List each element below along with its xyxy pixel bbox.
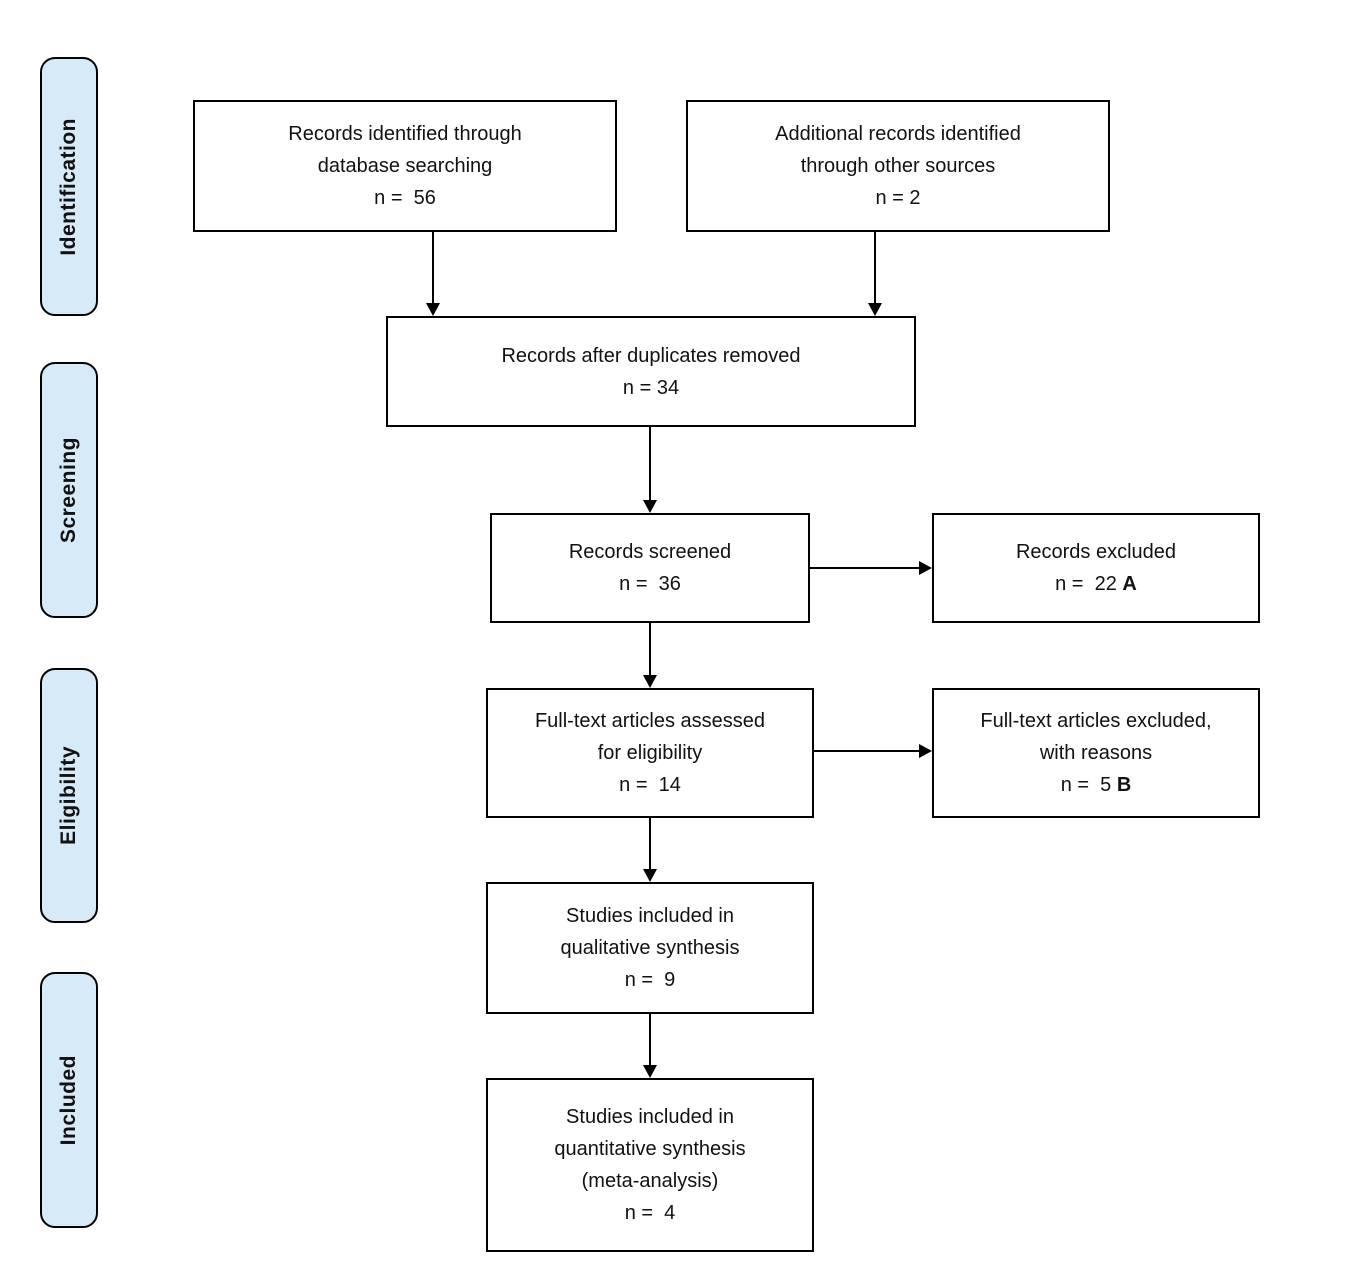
arrow-duplicates-to-screened <box>643 427 657 513</box>
count-suffix: B <box>1116 774 1132 796</box>
arrowhead-down-icon <box>643 1065 657 1078</box>
box-additional-records: Additional records identified through ot… <box>686 100 1110 232</box>
box-count: n = 22 A <box>1055 568 1137 600</box>
box-text-line: (meta-analysis) <box>581 1170 719 1192</box>
arrowhead-down-icon <box>426 303 440 316</box>
stage-eligibility-label: Eligibility <box>57 746 80 845</box>
count-suffix: A <box>1122 573 1137 595</box>
box-text-line: Studies included in <box>566 1106 734 1128</box>
box-duplicates-removed: Records after duplicates removed n = 34 <box>386 316 916 427</box>
arrow-additional-to-duplicates <box>868 232 882 316</box>
box-text-line: Records screened <box>568 541 732 563</box>
arrowhead-down-icon <box>643 500 657 513</box>
arrowhead-right-icon <box>919 744 932 758</box>
arrow-screened-to-excluded <box>810 561 932 575</box>
count-text: n = 5 <box>1060 774 1117 796</box>
arrowhead-down-icon <box>868 303 882 316</box>
box-count: n = 36 <box>619 573 681 595</box>
box-records-excluded: Records excluded n = 22 A <box>932 513 1260 623</box>
arrow-fulltext-to-qualitative <box>643 818 657 882</box>
box-text-line: Records identified through <box>288 123 522 145</box>
box-count: n = 5 B <box>1061 769 1132 801</box>
box-text-line: Records after duplicates removed <box>501 344 801 367</box>
arrow-shaft <box>874 232 876 304</box>
box-qualitative-synthesis: Studies included in qualitative synthesi… <box>486 882 814 1014</box>
box-fulltext-excluded: Full-text articles excluded, with reason… <box>932 688 1260 818</box>
stage-included-label: Included <box>57 1054 80 1146</box>
box-count: n = 34 <box>622 376 680 399</box>
stage-identification-label: Identification <box>57 117 80 256</box>
box-text-line: Studies included in <box>566 905 734 927</box>
box-quantitative-synthesis: Studies included in quantitative synthes… <box>486 1078 814 1252</box>
arrow-shaft <box>649 1014 651 1066</box>
box-count: n = 9 <box>624 969 676 991</box>
box-fulltext-assessed: Full-text articles assessed for eligibil… <box>486 688 814 818</box>
stage-screening: Screening <box>40 362 98 618</box>
arrow-shaft <box>649 427 651 501</box>
arrowhead-down-icon <box>643 675 657 688</box>
arrowhead-right-icon <box>919 561 932 575</box>
arrow-shaft <box>810 567 920 569</box>
box-count: n = 56 <box>374 187 436 209</box>
box-text-line: Records excluded <box>1015 541 1177 563</box>
box-text-line: Additional records identified <box>775 123 1021 145</box>
stage-identification: Identification <box>40 57 98 316</box>
arrow-shaft <box>649 623 651 676</box>
arrow-identified-to-duplicates <box>426 232 440 316</box>
box-text-line: through other sources <box>800 155 996 177</box>
arrow-shaft <box>814 750 920 752</box>
box-text-line: Full-text articles assessed <box>534 710 766 732</box>
box-count: n = 4 <box>624 1202 676 1224</box>
box-text-line: for eligibility <box>597 742 703 764</box>
count-text: n = 22 <box>1055 573 1123 595</box>
box-records-identified: Records identified through database sear… <box>193 100 617 232</box>
arrow-shaft <box>649 818 651 870</box>
stage-eligibility: Eligibility <box>40 668 98 923</box>
arrowhead-down-icon <box>643 869 657 882</box>
arrow-qualitative-to-quantitative <box>643 1014 657 1078</box>
arrow-screened-to-fulltext <box>643 623 657 688</box>
box-text-line: qualitative synthesis <box>560 937 740 959</box>
box-text-line: with reasons <box>1039 742 1153 764</box>
stage-included: Included <box>40 972 98 1228</box>
box-text-line: quantitative synthesis <box>554 1138 746 1160</box>
arrow-shaft <box>432 232 434 304</box>
stage-screening-label: Screening <box>57 436 80 544</box>
arrow-fulltext-to-excluded <box>814 744 932 758</box>
box-text-line: Full-text articles excluded, <box>980 710 1212 732</box>
box-text-line: database searching <box>317 155 493 177</box>
box-count: n = 14 <box>619 774 681 796</box>
box-records-screened: Records screened n = 36 <box>490 513 810 623</box>
box-count: n = 2 <box>875 187 921 209</box>
